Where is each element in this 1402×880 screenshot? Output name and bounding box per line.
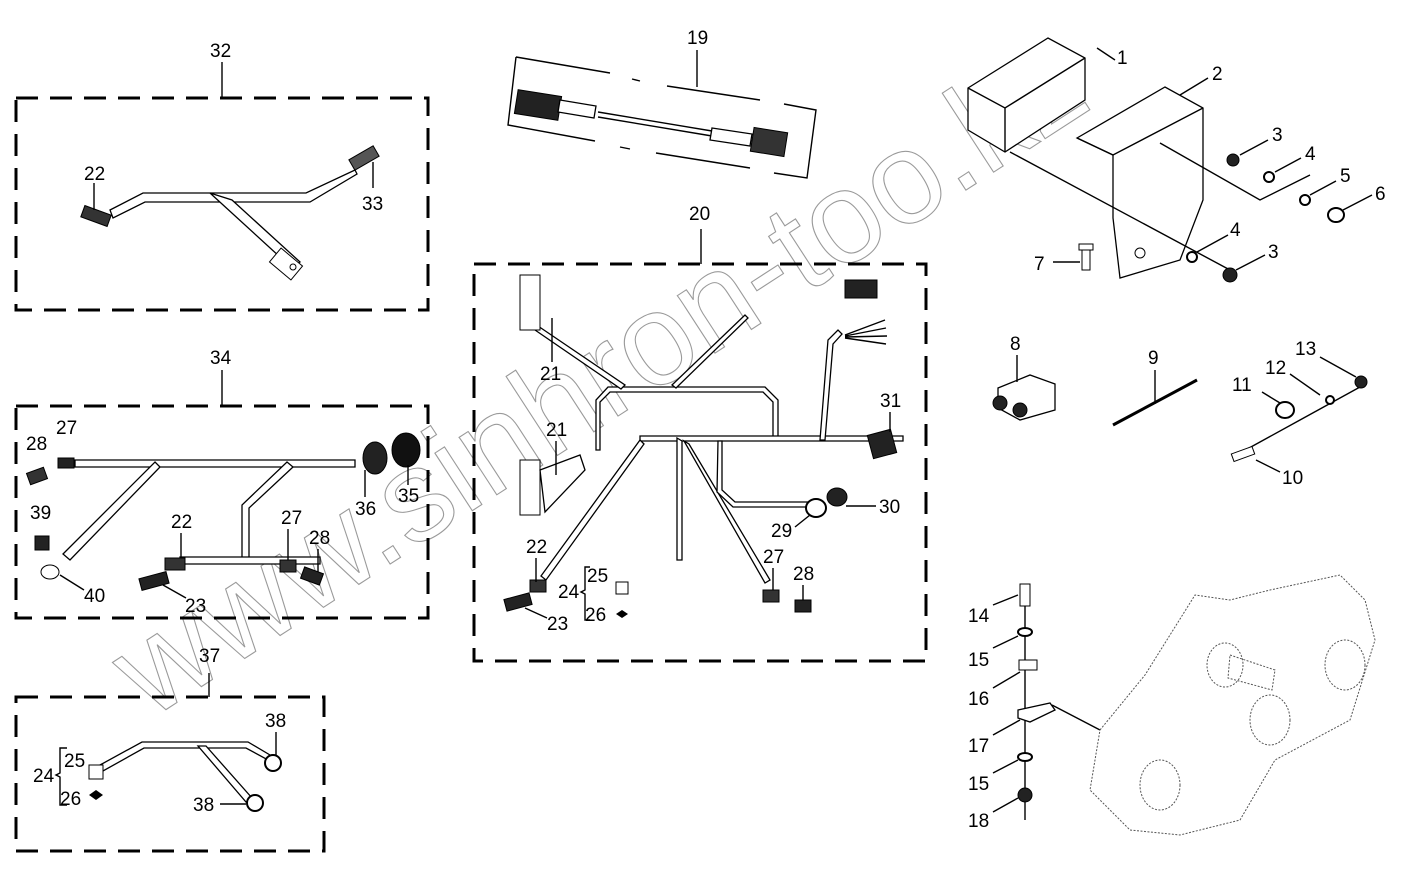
callout-38: 38 bbox=[265, 711, 286, 732]
callout-34: 34 bbox=[210, 348, 232, 369]
callout-28: 28 bbox=[793, 564, 814, 585]
callout-11: 11 bbox=[1232, 375, 1252, 396]
callout-10: 10 bbox=[1282, 468, 1303, 489]
callout-18: 18 bbox=[968, 811, 989, 832]
callout-22: 22 bbox=[171, 512, 192, 533]
callout-26: 26 bbox=[585, 605, 606, 626]
callout-13: 13 bbox=[1295, 339, 1316, 360]
callout-16: 16 bbox=[968, 689, 989, 710]
callout-3: 3 bbox=[1268, 242, 1279, 263]
callout-4: 4 bbox=[1230, 220, 1241, 241]
callout-17: 17 bbox=[968, 736, 989, 757]
group-20-harness: 20 21 21 22 23 24 25 26 27 bbox=[472, 204, 928, 663]
callout-3: 3 bbox=[1272, 125, 1283, 146]
callout-28: 28 bbox=[309, 528, 330, 549]
callout-30: 30 bbox=[879, 497, 900, 518]
callout-32: 32 bbox=[210, 41, 231, 62]
callout-2: 2 bbox=[1212, 64, 1223, 85]
callout-29: 29 bbox=[771, 521, 792, 542]
callout-9: 9 bbox=[1148, 348, 1159, 369]
callout-27: 27 bbox=[56, 418, 77, 439]
group-34-harness: 34 27 28 39 40 22 23 27 28 36 35 bbox=[14, 348, 430, 620]
callout-15: 15 bbox=[968, 774, 989, 795]
callout-31: 31 bbox=[880, 391, 901, 412]
callout-7: 7 bbox=[1034, 254, 1045, 275]
callout-24: 24 bbox=[33, 766, 55, 787]
watermark: www.sinhron-too.kz bbox=[84, 7, 1111, 745]
callout-5: 5 bbox=[1340, 166, 1351, 187]
callout-19: 19 bbox=[687, 28, 708, 49]
group-20-frame bbox=[472, 262, 928, 663]
callout-37: 37 bbox=[199, 646, 220, 667]
callout-25: 25 bbox=[64, 751, 85, 772]
callout-20: 20 bbox=[689, 204, 710, 225]
callout-27: 27 bbox=[763, 547, 784, 568]
callout-38: 38 bbox=[193, 795, 214, 816]
callout-15: 15 bbox=[968, 650, 989, 671]
callout-21: 21 bbox=[546, 420, 567, 441]
control-box-assembly: 1 2 3 4 5 6 7 4 3 bbox=[967, 37, 1386, 283]
group-37-harness: 37 24 25 26 38 38 bbox=[14, 646, 326, 853]
callout-24: 24 bbox=[558, 582, 580, 603]
callout-22: 22 bbox=[84, 164, 105, 185]
callout-39: 39 bbox=[30, 503, 51, 524]
callout-40: 40 bbox=[84, 586, 105, 607]
callout-22: 22 bbox=[526, 537, 547, 558]
callout-28: 28 bbox=[26, 434, 47, 455]
callout-23: 23 bbox=[547, 614, 568, 635]
callout-35: 35 bbox=[398, 486, 419, 507]
callout-21: 21 bbox=[540, 364, 561, 385]
callout-14: 14 bbox=[968, 606, 990, 627]
gearbox-sensor-assembly: 14 15 16 17 15 18 bbox=[968, 574, 1376, 836]
callout-6: 6 bbox=[1375, 184, 1386, 205]
fittings-8-13: 8 9 10 11 12 13 bbox=[992, 334, 1368, 489]
callout-33: 33 bbox=[362, 194, 383, 215]
group-37-frame bbox=[14, 695, 326, 853]
callout-8: 8 bbox=[1010, 334, 1021, 355]
group-19-cable: 19 bbox=[507, 28, 817, 179]
callout-23: 23 bbox=[185, 596, 206, 617]
callout-1: 1 bbox=[1117, 48, 1128, 69]
callout-26: 26 bbox=[60, 789, 81, 810]
callout-25: 25 bbox=[587, 566, 608, 587]
callout-36: 36 bbox=[355, 499, 376, 520]
callout-4: 4 bbox=[1305, 144, 1316, 165]
group-32-harness: 32 22 33 bbox=[14, 41, 430, 312]
svg-text:www.sinhron-too.kz: www.sinhron-too.kz bbox=[85, 7, 1111, 744]
callout-27: 27 bbox=[281, 508, 302, 529]
callout-12: 12 bbox=[1265, 358, 1286, 379]
